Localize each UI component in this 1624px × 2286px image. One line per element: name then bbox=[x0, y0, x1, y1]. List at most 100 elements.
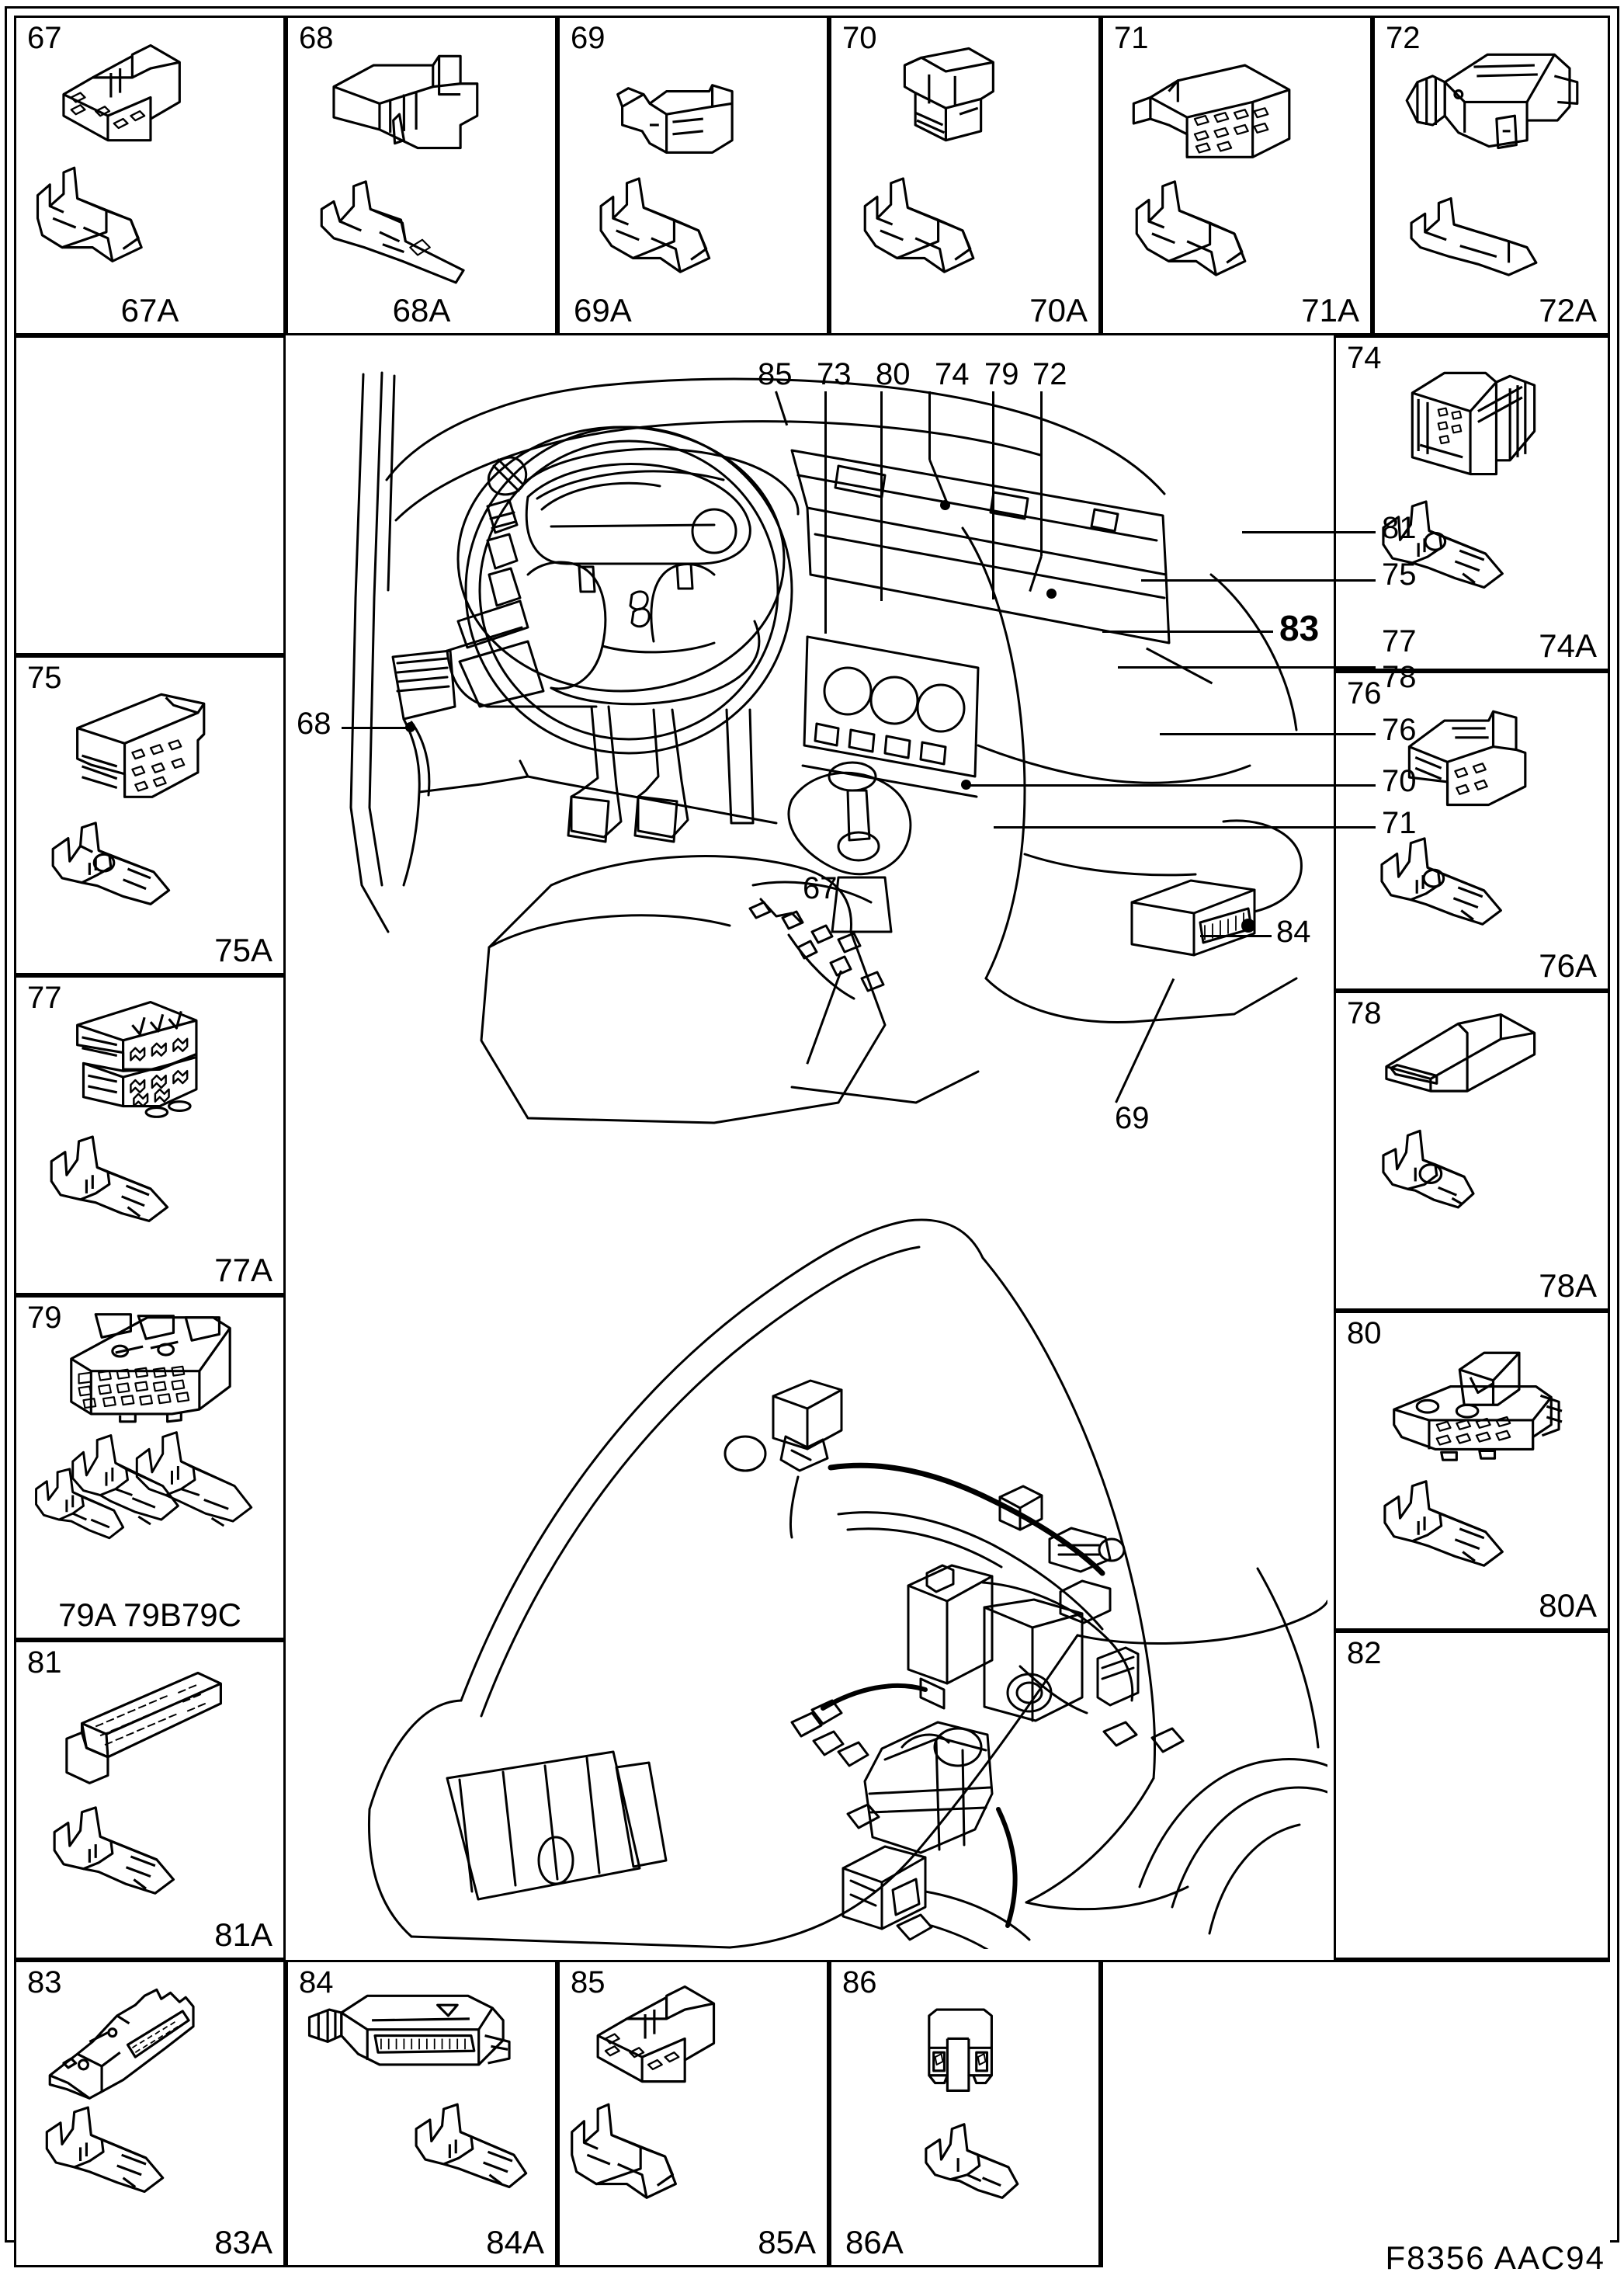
panel-72[interactable]: 72 bbox=[1372, 16, 1610, 335]
panel-number: 81 bbox=[27, 1645, 62, 1680]
panel-number: 76 bbox=[1347, 676, 1382, 710]
connector-housing-illustration bbox=[16, 1962, 283, 2265]
panel-caption: 79A 79B79C bbox=[58, 1596, 241, 1633]
panel-69[interactable]: 69 bbox=[557, 16, 829, 335]
panel-number: 84 bbox=[299, 1965, 334, 1999]
engine-bay-wiring-illustration bbox=[295, 1204, 1327, 1949]
panel-70[interactable]: 70 bbox=[829, 16, 1101, 335]
connector-housing-illustration bbox=[16, 1298, 283, 1638]
leader-68-dot bbox=[405, 722, 415, 732]
leader-70 bbox=[970, 784, 1376, 787]
panel-80[interactable]: 80 bbox=[1334, 1311, 1610, 1631]
connector-housing-illustration bbox=[288, 18, 555, 333]
panel-number: 85 bbox=[571, 1965, 606, 1999]
panel-77[interactable]: 77 bbox=[14, 975, 286, 1295]
connector-housing-illustration bbox=[831, 18, 1098, 333]
panel-75[interactable]: 75 bbox=[14, 655, 286, 975]
connector-housing-illustration bbox=[1375, 18, 1608, 333]
panel-number: 82 bbox=[1347, 1636, 1382, 1670]
connector-housing-illustration bbox=[1336, 1313, 1608, 1628]
panel-caption: 70A bbox=[1029, 292, 1088, 328]
leader-75 bbox=[1141, 579, 1376, 582]
panel-79[interactable]: 79 bbox=[14, 1295, 286, 1640]
connector-housing-illustration bbox=[1336, 673, 1608, 988]
panel-85[interactable]: 85 bbox=[557, 1960, 829, 2267]
callout-72: 72 bbox=[1032, 357, 1067, 391]
callout-85: 85 bbox=[758, 357, 793, 391]
panel-caption: 81A bbox=[214, 1916, 272, 1953]
connector-housing-illustration bbox=[16, 18, 283, 333]
callout-74: 74 bbox=[935, 357, 970, 391]
panel-82[interactable]: 82 bbox=[1334, 1631, 1610, 1960]
panel-number: 71 bbox=[1114, 21, 1149, 55]
panel-caption: 83A bbox=[214, 2224, 272, 2260]
leader-84 bbox=[1200, 935, 1272, 937]
callout-80: 80 bbox=[876, 357, 911, 391]
panel-caption: 75A bbox=[214, 932, 272, 968]
panel-caption: 74A bbox=[1539, 627, 1597, 664]
panel-caption: 80A bbox=[1539, 1587, 1597, 1624]
panel-caption: 67A bbox=[120, 292, 179, 328]
panel-number: 72 bbox=[1386, 21, 1421, 55]
leader-70-dot bbox=[961, 780, 971, 790]
panel-blank-upper-left bbox=[14, 335, 286, 655]
panel-caption: 68A bbox=[392, 292, 451, 328]
leader-72-dot bbox=[1046, 589, 1057, 599]
panel-caption: 69A bbox=[574, 292, 632, 328]
panel-number: 79 bbox=[27, 1301, 62, 1335]
panel-blank-bottom-right bbox=[1101, 1960, 1610, 2267]
connector-housing-illustration bbox=[1336, 338, 1608, 669]
callout-84: 84 bbox=[1276, 915, 1311, 949]
callout-81: 81 bbox=[1382, 511, 1417, 545]
panel-number: 86 bbox=[842, 1965, 877, 1999]
panel-68[interactable]: 68 6 bbox=[286, 16, 557, 335]
connector-housing-illustration bbox=[16, 1642, 283, 1958]
connector-housing-illustration bbox=[16, 978, 283, 1293]
panel-number: 74 bbox=[1347, 341, 1382, 375]
callout-69: 69 bbox=[1115, 1101, 1150, 1135]
panel-76[interactable]: 76 bbox=[1334, 671, 1610, 991]
panel-86[interactable]: 86 bbox=[829, 1960, 1101, 2267]
leader-71 bbox=[994, 826, 1376, 829]
callout-75: 75 bbox=[1382, 558, 1417, 592]
panel-number: 69 bbox=[571, 21, 606, 55]
leader-76 bbox=[1160, 733, 1376, 735]
leader-79 bbox=[992, 391, 994, 599]
callout-79: 79 bbox=[984, 357, 1019, 391]
panel-67[interactable]: 67 bbox=[14, 16, 286, 335]
leader-77 bbox=[1118, 666, 1376, 669]
panel-caption: 77A bbox=[214, 1252, 272, 1288]
panel-number: 83 bbox=[27, 1965, 62, 1999]
panel-84[interactable]: 84 bbox=[286, 1960, 557, 2267]
callout-76: 76 bbox=[1382, 713, 1417, 747]
panel-78[interactable]: 78 bbox=[1334, 991, 1610, 1311]
callout-68: 68 bbox=[297, 707, 331, 741]
panel-number: 70 bbox=[842, 21, 877, 55]
callout-83: 83 bbox=[1279, 608, 1320, 648]
leader-74-upper bbox=[928, 391, 931, 460]
connector-housing-illustration bbox=[560, 18, 827, 333]
leader-81 bbox=[1242, 531, 1376, 533]
panel-caption: 76A bbox=[1539, 947, 1597, 984]
panel-caption: 78A bbox=[1539, 1267, 1597, 1304]
panel-81[interactable]: 81 bbox=[14, 1640, 286, 1960]
panel-number: 80 bbox=[1347, 1316, 1382, 1350]
leader-72-upper bbox=[1040, 391, 1043, 556]
drawing-code: F8356 AAC94 bbox=[1385, 2239, 1605, 2276]
leader-73 bbox=[824, 391, 827, 634]
callout-73: 73 bbox=[817, 357, 852, 391]
callout-71: 71 bbox=[1382, 806, 1417, 840]
panel-83[interactable]: 83 bbox=[14, 1960, 286, 2267]
callout-77: 77 bbox=[1382, 624, 1417, 658]
callout-70: 70 bbox=[1382, 764, 1417, 798]
fuse-illustration bbox=[831, 1962, 1098, 2265]
panel-71[interactable]: 71 bbox=[1101, 16, 1372, 335]
panel-74[interactable]: 74 bbox=[1334, 335, 1610, 671]
connector-housing-illustration bbox=[1336, 993, 1608, 1308]
panel-number: 75 bbox=[27, 661, 62, 695]
panel-caption: 85A bbox=[758, 2224, 816, 2260]
panel-number: 67 bbox=[27, 21, 62, 55]
connector-housing-illustration bbox=[560, 1962, 827, 2265]
connector-housing-illustration bbox=[16, 658, 283, 973]
